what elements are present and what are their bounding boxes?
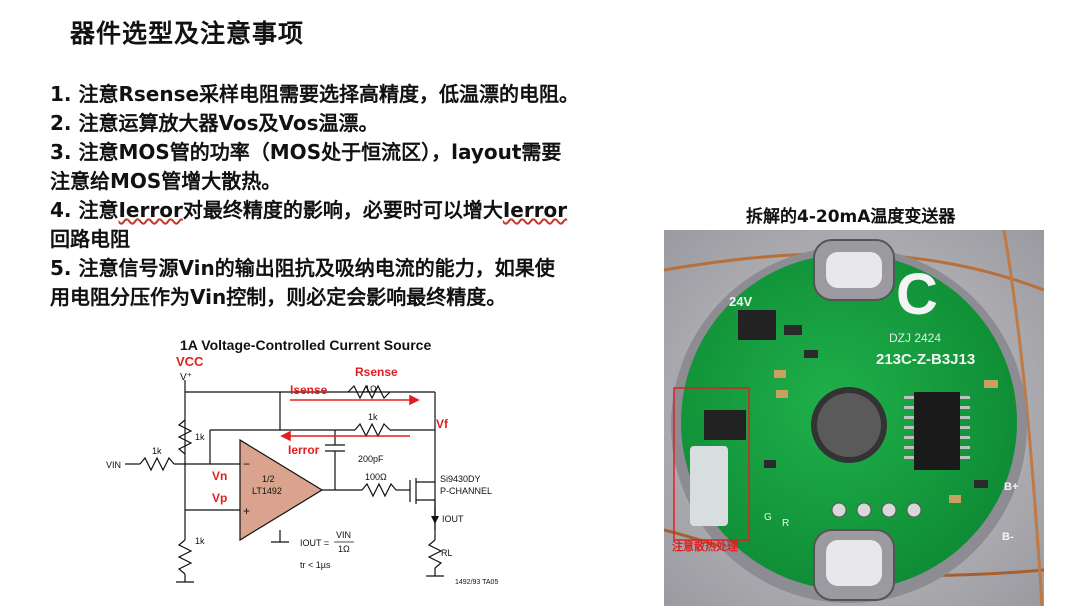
figure-code: 1492/93 TA05 (455, 579, 498, 586)
silk-dzj: DZJ 2424 (889, 331, 941, 345)
rl-label: RL (441, 548, 453, 558)
note-4-middle: 对最终精度的影响，必要时可以增大 (182, 198, 503, 222)
rsense-value: 1Ω (365, 384, 377, 394)
note-2: 2. 注意运算放大器Vos及Vos温漂。 (50, 111, 379, 135)
opamp-label-b: LT1492 (252, 486, 282, 496)
photo-caption: 拆解的4-20mA温度变送器 (746, 207, 956, 227)
note-4-prefix: 4. 注意 (50, 198, 119, 222)
silk-g: G (764, 512, 772, 523)
note-5-line1: 5. 注意信号源Vin的输出阻抗及吸纳电流的能力，如果使 (50, 256, 555, 280)
vf-label: Vf (436, 417, 449, 431)
formula-numerator: VIN (336, 530, 351, 540)
note-4-line1: 4. 注意Ierror对最终精度的影响，必要时可以增大Ierror (50, 196, 670, 225)
plus-sign: + (243, 504, 250, 518)
vcc-label: VCC (176, 354, 204, 369)
silk-c: C (896, 262, 938, 327)
circuit-title: 1A Voltage-Controlled Current Source (180, 337, 431, 353)
page-title: 器件选型及注意事项 (70, 19, 305, 48)
left-resistor-value: 1k (195, 432, 205, 442)
vplus-label: V⁺ (180, 372, 192, 383)
note-4-line2: 回路电阻 (50, 227, 130, 251)
note-5-line2: 用电阻分压作为Vin控制，则必定会影响最终精度。 (50, 285, 507, 309)
vp-label: Vp (212, 491, 227, 505)
notes-list: 1. 注意Rsense采样电阻需要选择高精度，低温漂的电阻。 2. 注意运算放大… (50, 80, 670, 312)
isense-label: Isense (290, 383, 328, 397)
silk-bminus: B- (1002, 531, 1014, 543)
input-resistor-value: 1k (152, 446, 162, 456)
formula-lhs: IOUT = (300, 538, 329, 548)
gate-resistor-value: 100Ω (365, 472, 387, 482)
silk-24v: 24V (729, 294, 752, 309)
minus-sign: − (243, 457, 250, 471)
formula-denominator: 1Ω (338, 544, 350, 554)
mosfet-type: P-CHANNEL (440, 486, 492, 496)
vin-label: VIN (106, 460, 121, 470)
note-1: 1. 注意Rsense采样电阻需要选择高精度，低温漂的电阻。 (50, 82, 580, 106)
iout-label: IOUT (442, 514, 464, 524)
rsense-label: Rsense (355, 365, 398, 379)
silk-bplus: B+ (1004, 481, 1018, 493)
feedback-resistor-value: 1k (368, 412, 378, 422)
ierror-term-1: Ierror (118, 198, 183, 222)
mosfet-part: Si9430DY (440, 474, 481, 484)
ierror-term-2: Ierror (502, 198, 568, 222)
vn-label: Vn (212, 469, 227, 483)
rise-time: tr < 1µs (300, 560, 331, 570)
circuit-schematic: 1A Voltage-Controlled Current Source VCC… (106, 337, 498, 586)
ierror-label: Ierror (288, 443, 320, 457)
note-3-line1: 3. 注意MOS管的功率（MOS处于恒流区），layout需要 (50, 140, 562, 164)
silk-r: R (782, 518, 789, 529)
opamp-label-a: 1/2 (262, 474, 275, 484)
heat-dissipation-note: 注意散热处理 (672, 539, 738, 553)
pcb-photo: 24V C DZJ 2424 213C-Z-B3J13 B+ B- R G 注意… (664, 230, 1044, 606)
cap-value: 200pF (358, 454, 384, 464)
note-3-line2: 注意给MOS管增大散热。 (50, 169, 282, 193)
bottom-resistor-value: 1k (195, 536, 205, 546)
silk-model: 213C-Z-B3J13 (876, 351, 975, 368)
